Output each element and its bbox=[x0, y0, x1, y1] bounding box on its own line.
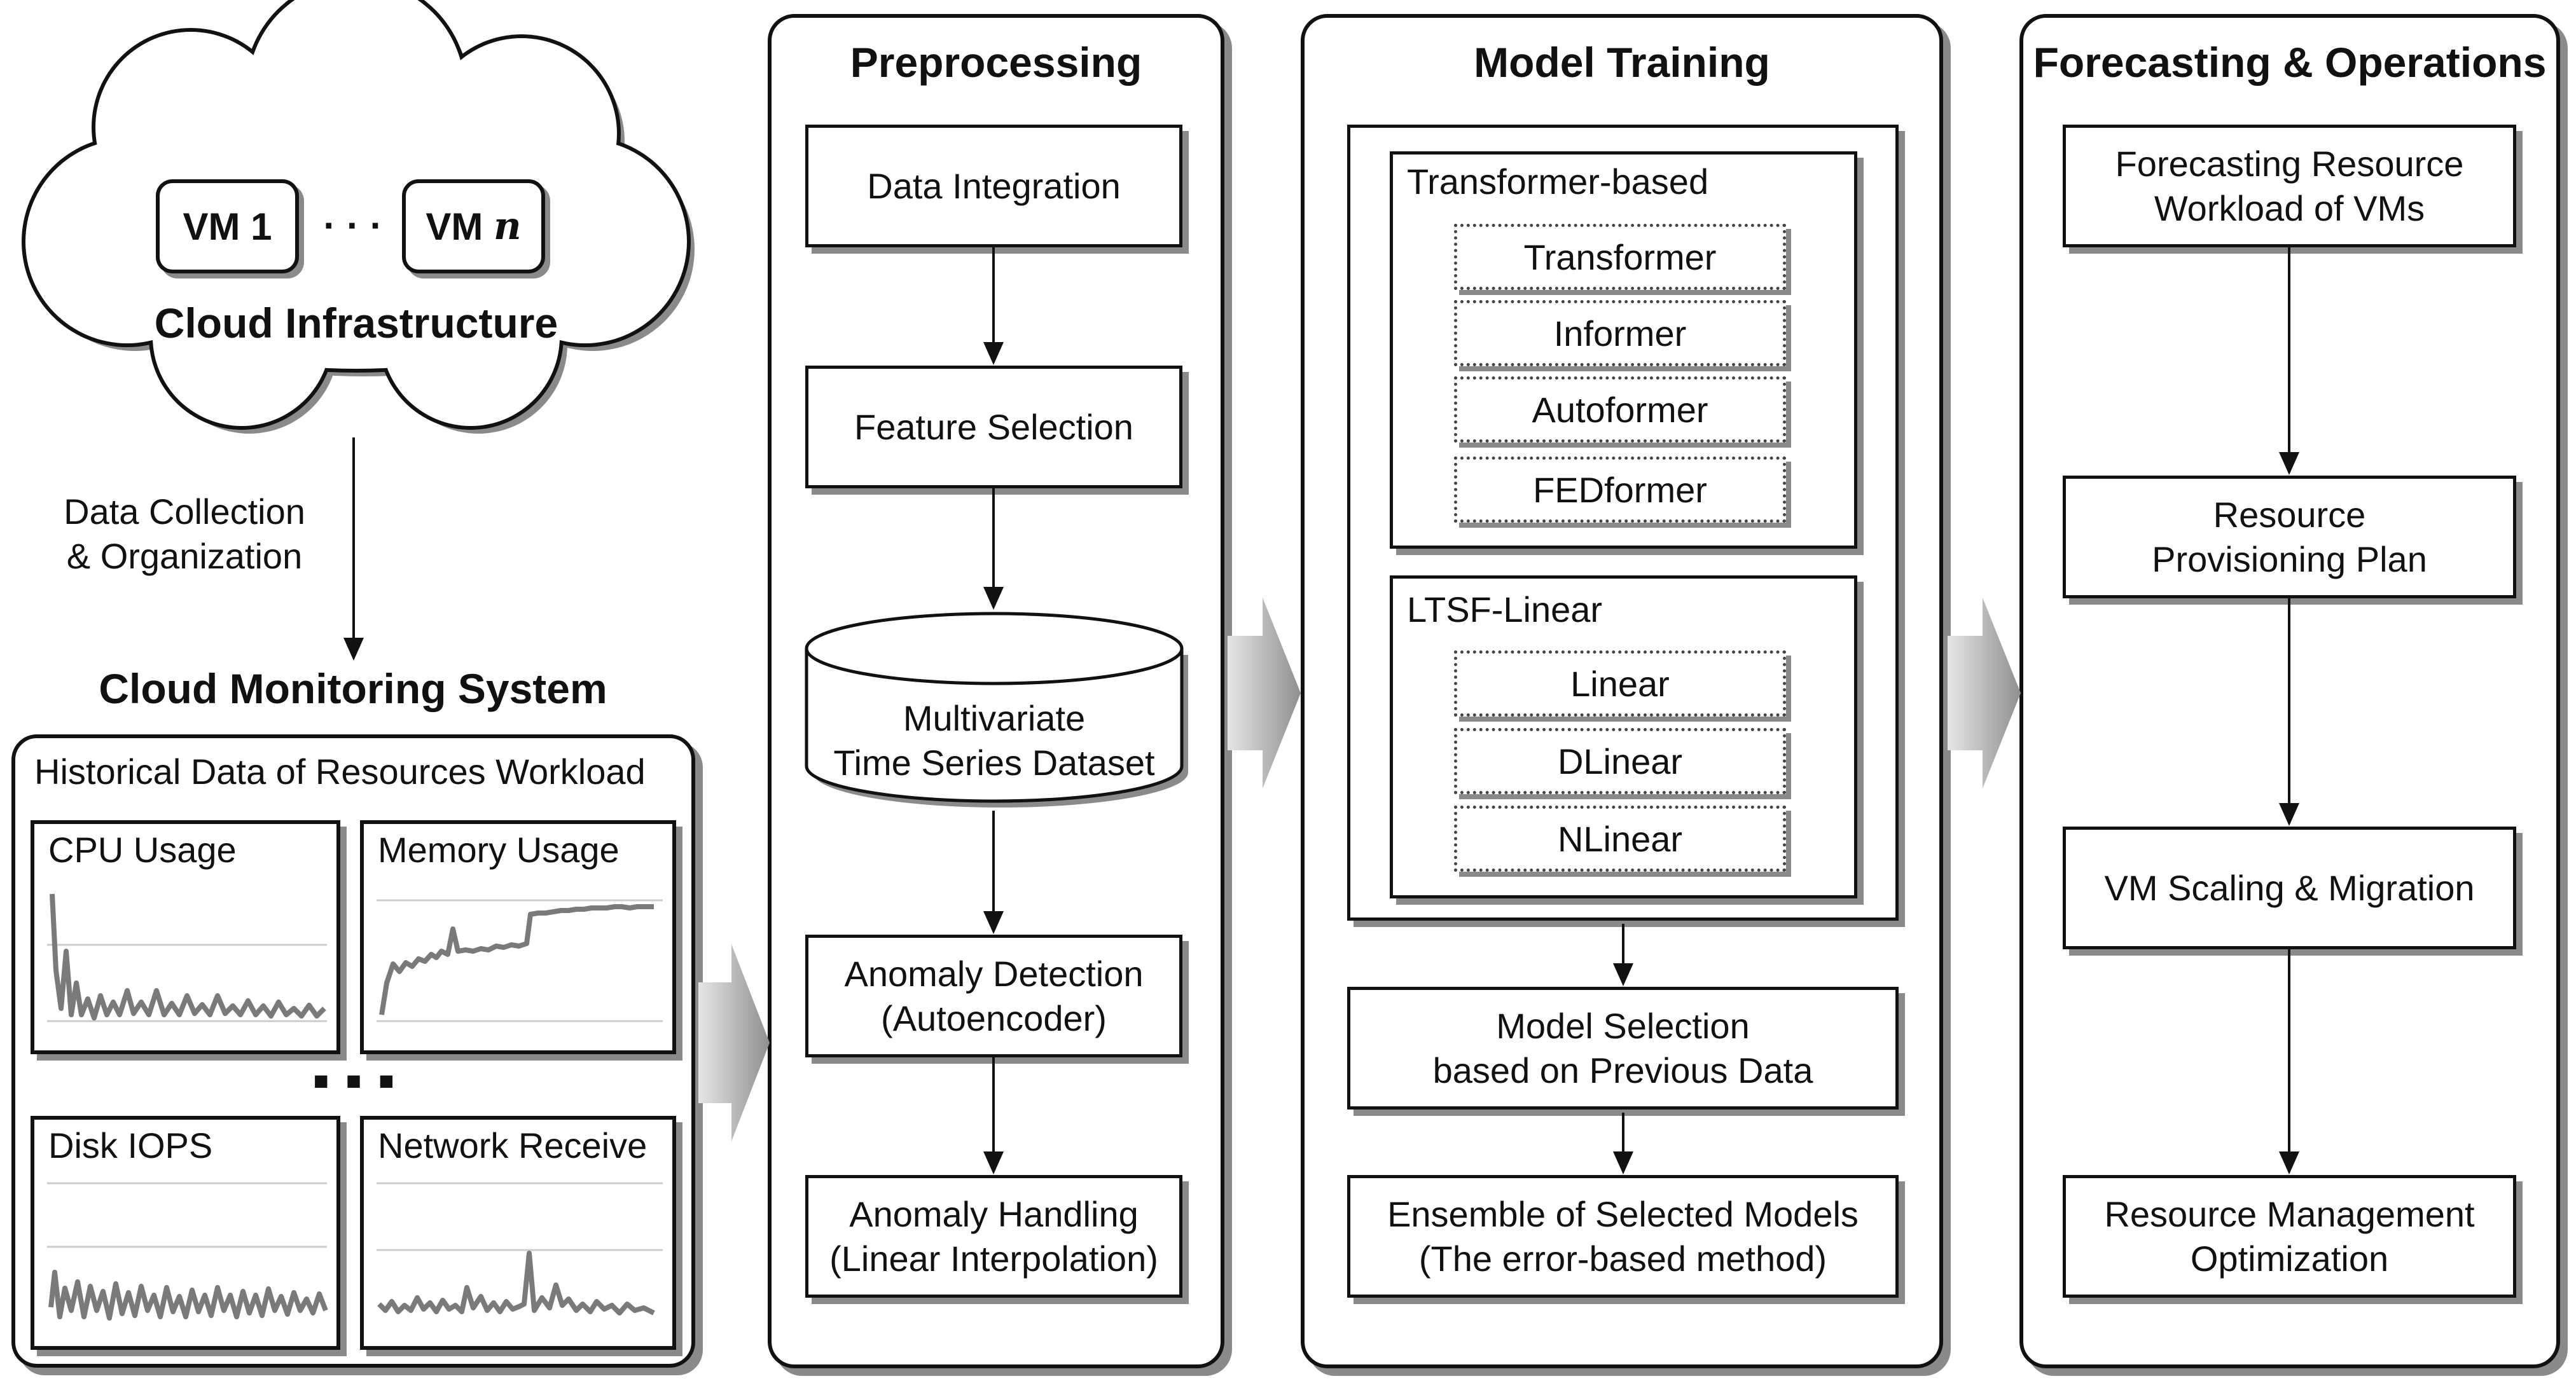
flow-arrow-3 bbox=[1948, 598, 2021, 788]
chart-network-label: Network Receive bbox=[378, 1125, 647, 1165]
vm-1-box: VM 1 bbox=[156, 179, 299, 273]
model-informer: Informer bbox=[1454, 300, 1786, 366]
model-autoformer: Autoformer bbox=[1454, 376, 1786, 443]
chart-disk-label: Disk IOPS bbox=[48, 1125, 213, 1165]
model-nlinear: NLinear bbox=[1454, 806, 1786, 872]
model-transformer: Transformer bbox=[1454, 224, 1786, 290]
chart-memory-label: Memory Usage bbox=[378, 830, 620, 870]
model-training-title: Model Training bbox=[1474, 39, 1770, 86]
network-sparkline bbox=[377, 1182, 663, 1316]
chart-memory-usage: Memory Usage bbox=[360, 820, 676, 1054]
model-dlinear: DLinear bbox=[1454, 728, 1786, 794]
vm-n-prefix: VM bbox=[426, 205, 494, 248]
cloud-title: Cloud Infrastructure bbox=[154, 299, 558, 347]
memory-sparkline bbox=[377, 899, 663, 1022]
chart-disk-iops: Disk IOPS bbox=[31, 1116, 340, 1350]
chart-cpu-label: CPU Usage bbox=[48, 830, 237, 870]
vm-n-box: VM n bbox=[402, 179, 545, 273]
monitoring-panel-title: Historical Data of Resources Workload bbox=[34, 752, 646, 792]
vm-n-variable: n bbox=[494, 204, 522, 249]
step-anomaly-detection: Anomaly Detection (Autoencoder) bbox=[805, 935, 1182, 1057]
disk-sparkline bbox=[47, 1182, 328, 1321]
ltsf-linear-group-label: LTSF-Linear bbox=[1407, 589, 1603, 629]
data-collection-label: Data Collection & Organization bbox=[64, 491, 305, 576]
step-model-selection: Model Selection based on Previous Data bbox=[1347, 987, 1899, 1110]
step-scaling-migration: VM Scaling & Migration bbox=[2063, 827, 2516, 949]
chart-cpu-usage: CPU Usage bbox=[31, 820, 340, 1054]
vm-ellipsis: · · · bbox=[323, 204, 383, 247]
flow-arrow-1 bbox=[698, 944, 770, 1141]
step-data-integration: Data Integration bbox=[805, 125, 1182, 247]
operations-title: Forecasting & Operations bbox=[2033, 39, 2547, 86]
model-linear: Linear bbox=[1454, 650, 1786, 717]
step-ensemble: Ensemble of Selected Models (The error-b… bbox=[1347, 1175, 1899, 1298]
transformer-group-label: Transformer-based bbox=[1407, 161, 1709, 202]
preprocessing-title: Preprocessing bbox=[850, 39, 1142, 86]
step-feature-selection: Feature Selection bbox=[805, 366, 1182, 488]
step-anomaly-handling: Anomaly Handling (Linear Interpolation) bbox=[805, 1175, 1182, 1298]
chart-network-receive: Network Receive bbox=[360, 1116, 676, 1350]
vm-1-label: VM 1 bbox=[183, 205, 272, 248]
step-dataset: Multivariate Time Series Dataset bbox=[833, 698, 1155, 783]
flow-arrow-2 bbox=[1228, 598, 1301, 788]
step-management-optimization: Resource Management Optimization bbox=[2063, 1175, 2516, 1298]
model-fedformer: FEDformer bbox=[1454, 457, 1786, 523]
monitoring-title: Cloud Monitoring System bbox=[99, 665, 607, 712]
more-charts-ellipsis: ■ ■ ■ bbox=[313, 1067, 399, 1095]
step-provisioning: Resource Provisioning Plan bbox=[2063, 476, 2516, 598]
cpu-sparkline bbox=[47, 893, 327, 1022]
step-forecasting: Forecasting Resource Workload of VMs bbox=[2063, 125, 2516, 247]
